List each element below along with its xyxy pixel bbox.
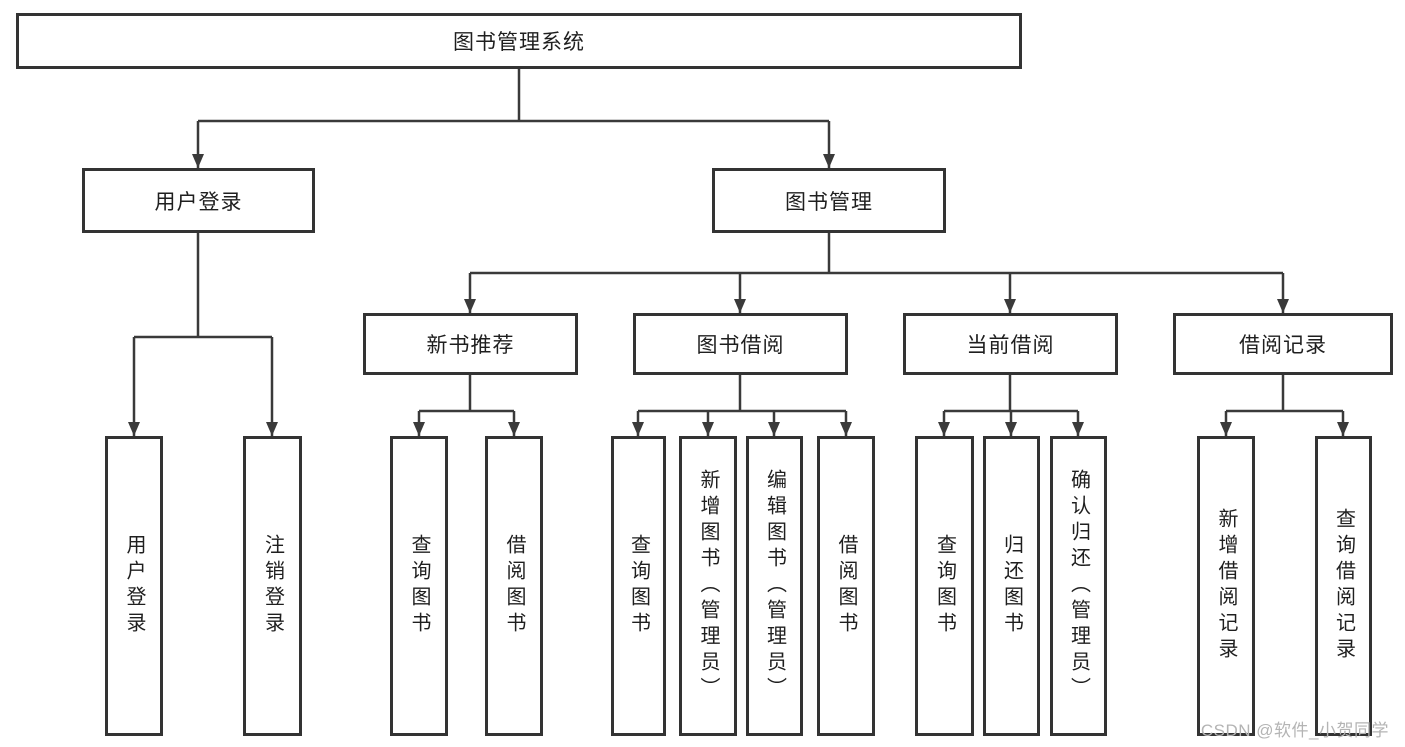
leaf-query-books-3: 查询图书 (915, 436, 974, 736)
leaf-query-books-3-label: 查询图书 (933, 534, 956, 638)
leaf-borrow-books-1: 借阅图书 (485, 436, 543, 736)
leaf-add-book-admin: 新增图书（管理员） (679, 436, 737, 736)
leaf-query-books-2: 查询图书 (611, 436, 666, 736)
leaf-edit-book-admin-label: 编辑图书（管理员） (763, 469, 786, 703)
leaf-user-login: 用户登录 (105, 436, 163, 736)
leaf-logout: 注销登录 (243, 436, 302, 736)
node-root-library-system: 图书管理系统 (16, 13, 1022, 69)
leaf-borrow-books-2: 借阅图书 (817, 436, 875, 736)
node-new-book-recommend: 新书推荐 (363, 313, 578, 375)
leaf-query-borrow-record: 查询借阅记录 (1315, 436, 1372, 736)
leaf-add-book-admin-label: 新增图书（管理员） (697, 469, 719, 703)
node-current-borrow: 当前借阅 (903, 313, 1118, 375)
leaf-query-books-2-label: 查询图书 (627, 534, 650, 638)
leaf-confirm-return-admin: 确认归还（管理员） (1050, 436, 1107, 736)
leaf-add-borrow-record-label: 新增借阅记录 (1215, 508, 1237, 664)
leaf-query-books-1-label: 查询图书 (408, 534, 430, 638)
node-borrow-records: 借阅记录 (1173, 313, 1393, 375)
leaf-return-book: 归还图书 (983, 436, 1040, 736)
node-book-borrow: 图书借阅 (633, 313, 848, 375)
leaf-confirm-return-admin-label: 确认归还（管理员） (1067, 469, 1090, 703)
leaf-add-borrow-record: 新增借阅记录 (1197, 436, 1255, 736)
leaf-borrow-books-1-label: 借阅图书 (503, 534, 525, 638)
csdn-watermark: CSDN @软件_小贺同学 (1200, 721, 1389, 740)
leaf-query-books-1: 查询图书 (390, 436, 448, 736)
leaf-borrow-books-2-label: 借阅图书 (835, 534, 857, 638)
leaf-return-book-label: 归还图书 (1000, 534, 1023, 638)
node-book-management: 图书管理 (712, 168, 946, 233)
node-user-login: 用户登录 (82, 168, 315, 233)
leaf-user-login-label: 用户登录 (123, 534, 145, 638)
leaf-logout-label: 注销登录 (261, 534, 284, 638)
leaf-query-borrow-record-label: 查询借阅记录 (1332, 508, 1355, 664)
leaf-edit-book-admin: 编辑图书（管理员） (746, 436, 803, 736)
